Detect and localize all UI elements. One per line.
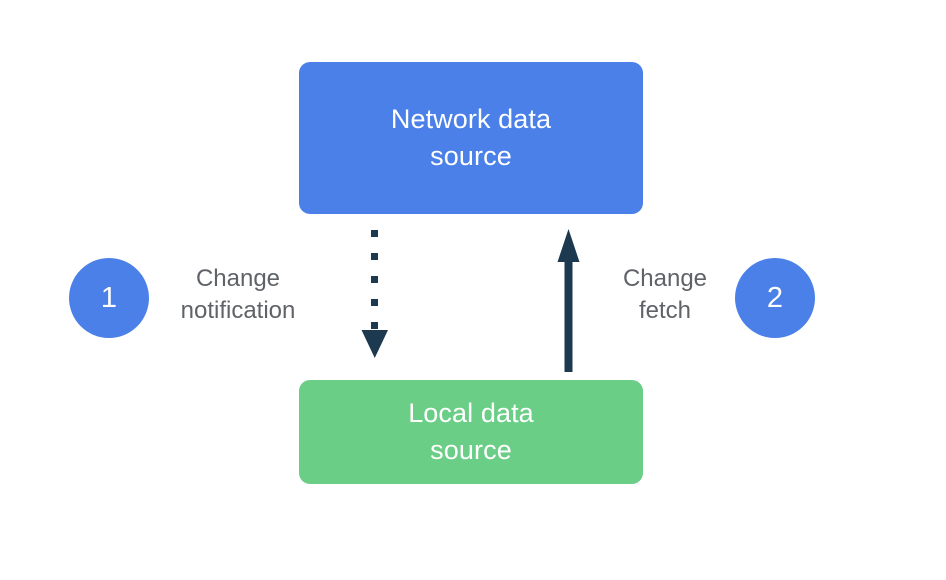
change-fetch-arrow-icon [557, 229, 580, 372]
step-badge-1-number: 1 [100, 281, 118, 314]
change-notification-arrow-icon [361, 230, 388, 358]
node-local-data-source[interactable]: Local data source [299, 380, 643, 484]
edge-label-change-notification: Change notification [180, 265, 296, 325]
node-network-data-source-label: Network data source [390, 103, 552, 171]
step-badge-1[interactable]: 1 [69, 258, 149, 338]
step-badge-2[interactable]: 2 [735, 258, 815, 338]
node-local-data-source-label: Local data source [408, 397, 534, 465]
step-badge-2-number: 2 [766, 281, 784, 314]
node-network-data-source[interactable]: Network data source [299, 62, 643, 214]
edge-label-change-fetch: Change fetch [622, 265, 708, 325]
